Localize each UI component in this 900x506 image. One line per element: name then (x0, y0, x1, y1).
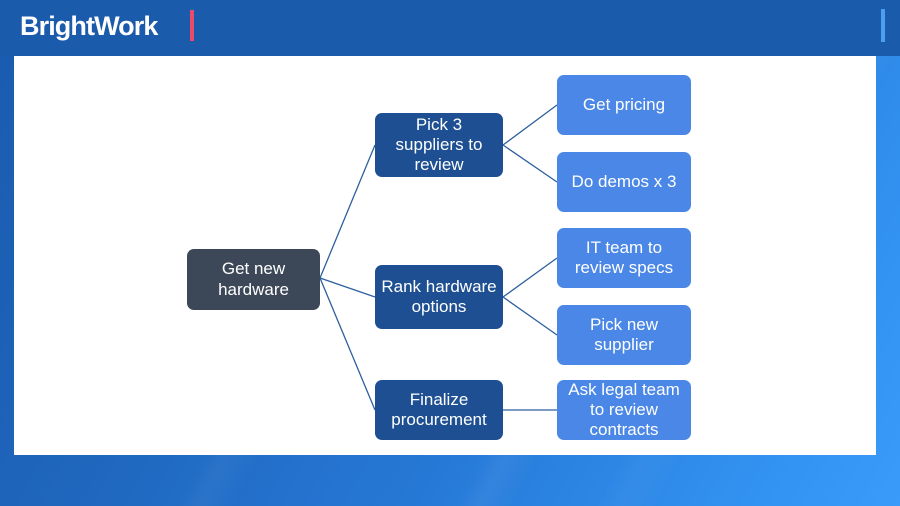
node-legal[interactable]: Ask legal team to review contracts (557, 380, 691, 440)
connector-pick3-to-pricing (502, 104, 558, 146)
connector-root-to-rank (319, 277, 376, 298)
node-demos[interactable]: Do demos x 3 (557, 152, 691, 212)
node-label: Do demos x 3 (571, 171, 677, 191)
node-label: Ask legal team to review contracts (568, 379, 680, 440)
node-label: Get new hardware (218, 259, 289, 299)
node-itspecs[interactable]: IT team to review specs (557, 228, 691, 288)
node-label: Finalize procurement (391, 389, 487, 429)
node-root[interactable]: Get new hardware (187, 249, 320, 310)
logo-accent-bar-icon (190, 10, 194, 41)
node-finalize[interactable]: Finalize procurement (375, 380, 503, 440)
node-pick3[interactable]: Pick 3 suppliers to review (375, 113, 503, 177)
connector-lines (319, 104, 558, 411)
connector-root-to-finalize (319, 277, 376, 411)
brightwork-logo: BrightWork (20, 11, 158, 41)
connector-pick3-to-demos (502, 144, 558, 183)
node-label: Get pricing (582, 94, 666, 114)
diagram-canvas: Get new hardware Pick 3 suppliers to revi… (14, 56, 876, 455)
node-label: Pick 3 suppliers to review (395, 114, 483, 175)
connector-rank-to-picknew (502, 296, 558, 336)
node-label: IT team to review specs (574, 237, 674, 277)
node-rank[interactable]: Rank hardware options (375, 265, 503, 329)
header-right-accent-bar-icon (881, 9, 885, 42)
header-band: BrightWork (0, 0, 900, 56)
connector-rank-to-itspecs (502, 257, 558, 298)
connector-root-to-pick3 (319, 144, 376, 279)
node-picknew[interactable]: Pick new supplier (557, 305, 691, 365)
node-label: Pick new supplier (589, 314, 659, 354)
node-pricing[interactable]: Get pricing (557, 75, 691, 135)
node-label: Rank hardware options (381, 276, 497, 316)
